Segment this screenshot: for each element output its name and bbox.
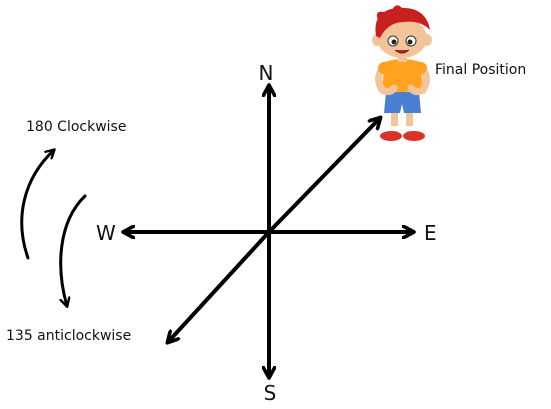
curved-rotation-arrows-icon <box>20 150 87 306</box>
anticlockwise-curve-arrow <box>59 194 87 306</box>
anticlockwise-label: 135 anticlockwise <box>6 328 131 344</box>
east-label: E <box>424 221 437 245</box>
west-label: W <box>96 221 116 245</box>
south-label: S <box>264 381 277 405</box>
final-position-label: Final Position <box>435 62 526 78</box>
compass <box>124 86 413 377</box>
southwest-path-arrow <box>168 230 271 342</box>
northeast-path-arrow <box>267 118 380 234</box>
clockwise-curve-arrow <box>20 150 54 260</box>
north-label: N <box>259 61 274 85</box>
boy-figure-icon <box>372 5 432 141</box>
clockwise-label: 180 Clockwise <box>26 119 126 135</box>
